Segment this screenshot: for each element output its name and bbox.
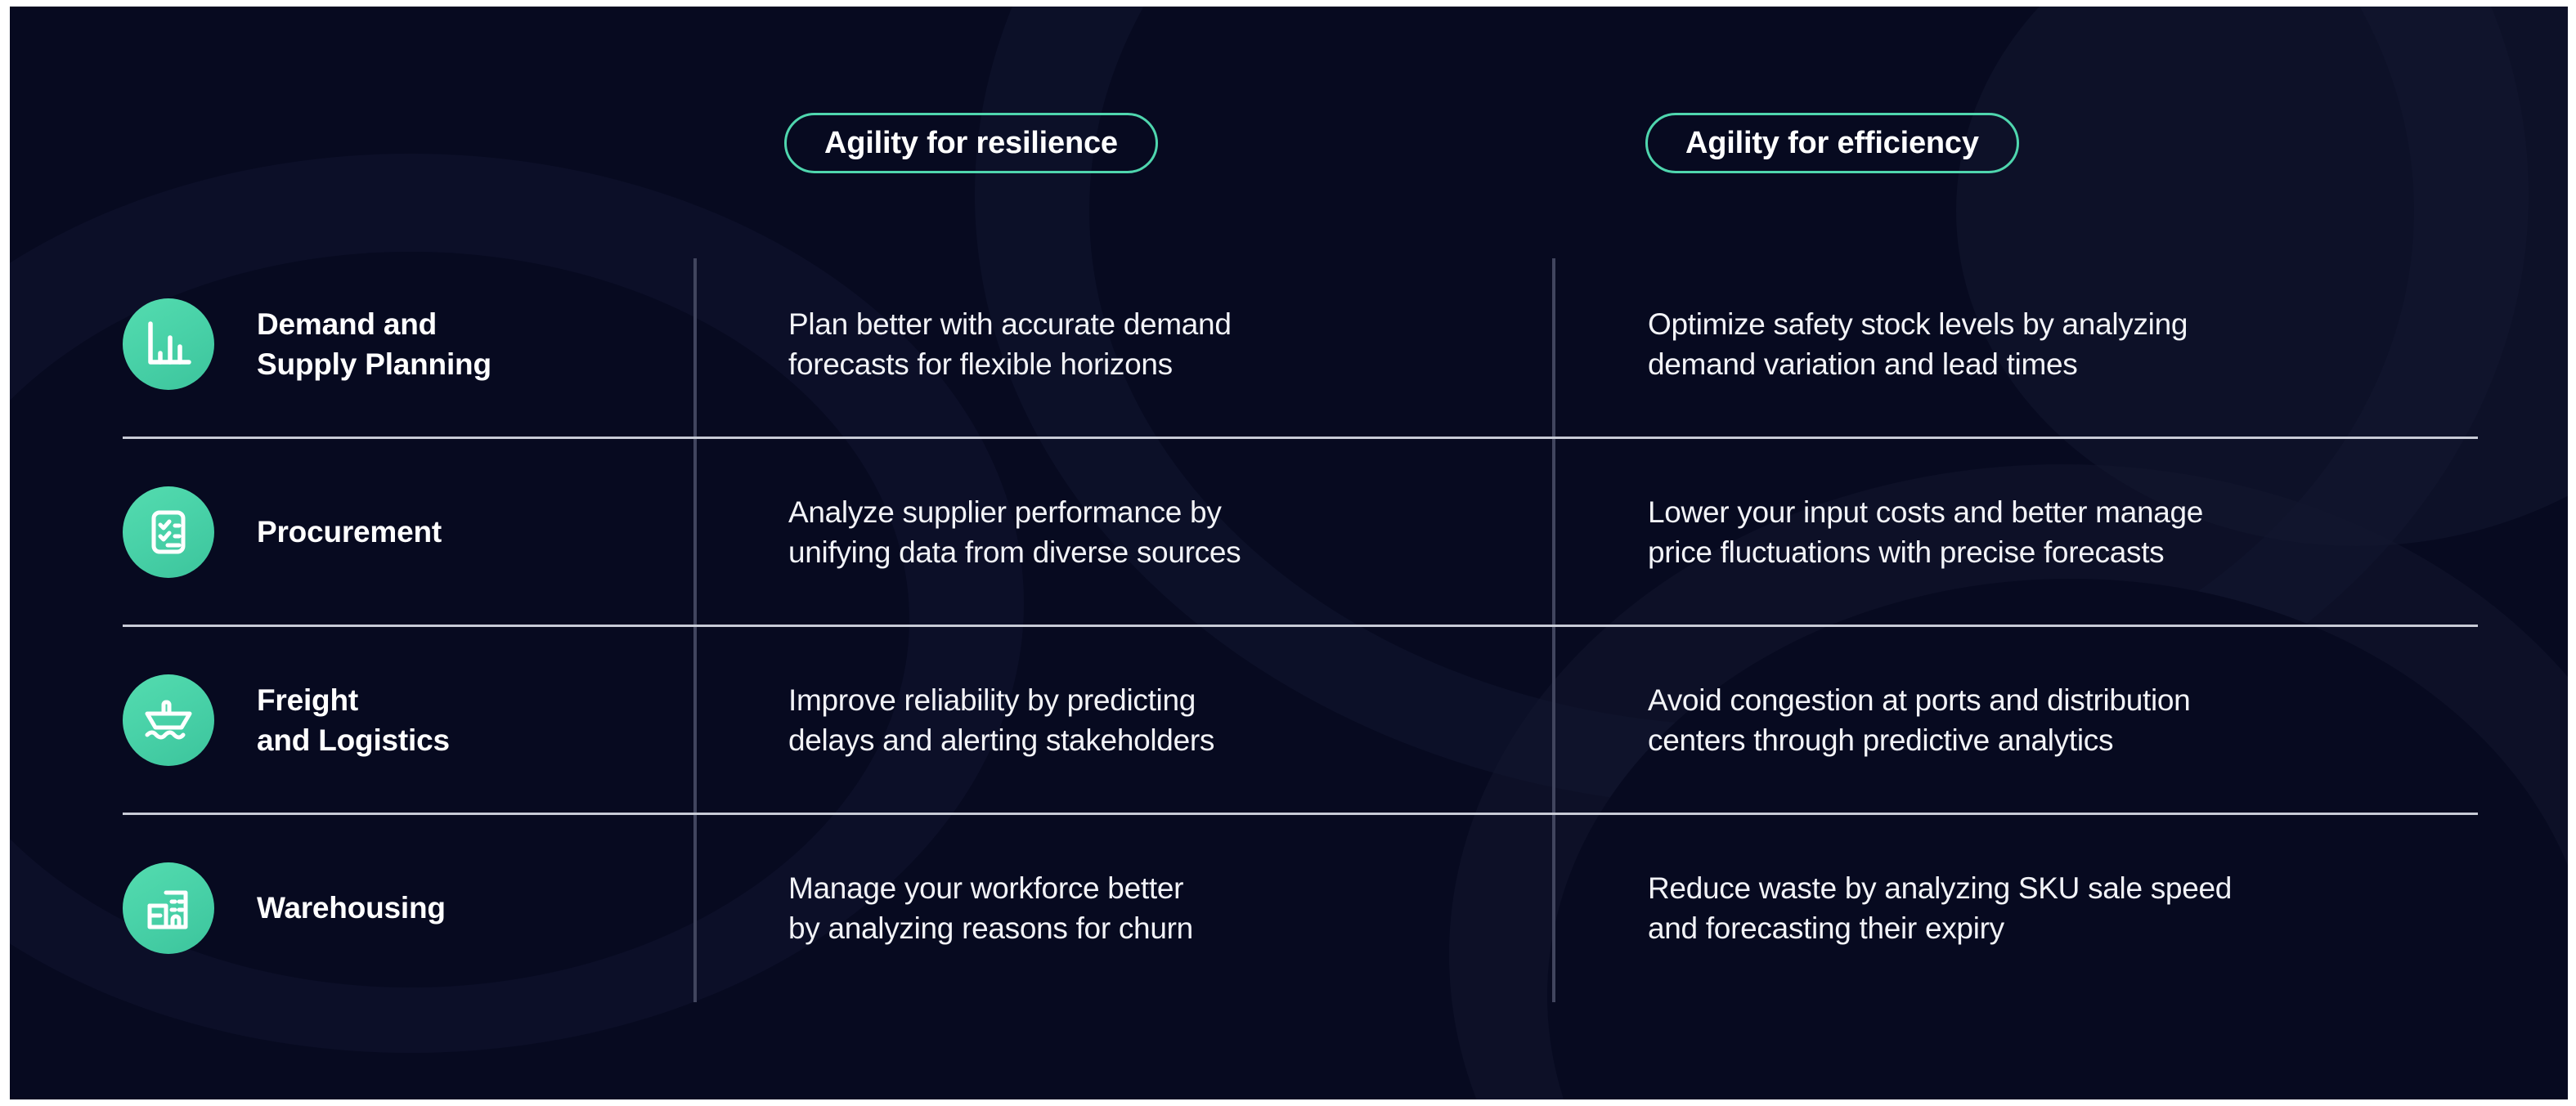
table-row: Demand and Supply Planning Plan better w… bbox=[10, 252, 2568, 437]
row-label-text: Procurement bbox=[257, 515, 442, 549]
column-divider-right bbox=[1552, 258, 1555, 1002]
bar-chart-icon bbox=[123, 298, 214, 390]
cell-efficiency: Avoid congestion at ports and distributi… bbox=[1648, 683, 2191, 757]
row-divider bbox=[123, 813, 2478, 815]
cell-resilience: Analyze supplier performance by unifying… bbox=[788, 495, 1241, 569]
clipboard-checklist-icon bbox=[123, 486, 214, 578]
cell-resilience: Improve reliability by predicting delays… bbox=[788, 683, 1215, 757]
cell-resilience: Plan better with accurate demand forecas… bbox=[788, 307, 1232, 381]
slide-canvas: Agility for resilience Agility for effic… bbox=[10, 7, 2568, 1099]
row-label-text: Warehousing bbox=[257, 891, 446, 925]
row-label-text: Freight and Logistics bbox=[257, 683, 450, 757]
cell-efficiency: Optimize safety stock levels by analyzin… bbox=[1648, 307, 2188, 381]
row-label-demand-and-supply-planning: Demand and Supply Planning bbox=[123, 252, 687, 437]
row-label-procurement: Procurement bbox=[123, 440, 687, 625]
cargo-ship-icon bbox=[123, 674, 214, 766]
cell-resilience: Manage your workforce better by analyzin… bbox=[788, 871, 1193, 945]
table-row: Freight and Logistics Improve reliabilit… bbox=[10, 628, 2568, 813]
table-row: Warehousing Manage your workforce better… bbox=[10, 816, 2568, 1001]
column-header-label: Agility for resilience bbox=[824, 125, 1118, 160]
row-divider bbox=[123, 625, 2478, 627]
column-divider-left bbox=[693, 258, 697, 1002]
warehouse-building-icon bbox=[123, 862, 214, 954]
row-label-warehousing: Warehousing bbox=[123, 816, 687, 1001]
cell-efficiency: Lower your input costs and better manage… bbox=[1648, 495, 2204, 569]
column-header-agility-for-efficiency: Agility for efficiency bbox=[1645, 113, 2019, 173]
row-label-text: Demand and Supply Planning bbox=[257, 307, 491, 381]
column-header-agility-for-resilience: Agility for resilience bbox=[784, 113, 1158, 173]
table-row: Procurement Analyze supplier performance… bbox=[10, 440, 2568, 625]
cell-efficiency: Reduce waste by analyzing SKU sale speed… bbox=[1648, 871, 2233, 945]
column-header-label: Agility for efficiency bbox=[1685, 125, 1979, 160]
comparison-matrix: Agility for resilience Agility for effic… bbox=[10, 7, 2568, 1099]
row-divider bbox=[123, 437, 2478, 439]
row-label-freight-and-logistics: Freight and Logistics bbox=[123, 628, 687, 813]
